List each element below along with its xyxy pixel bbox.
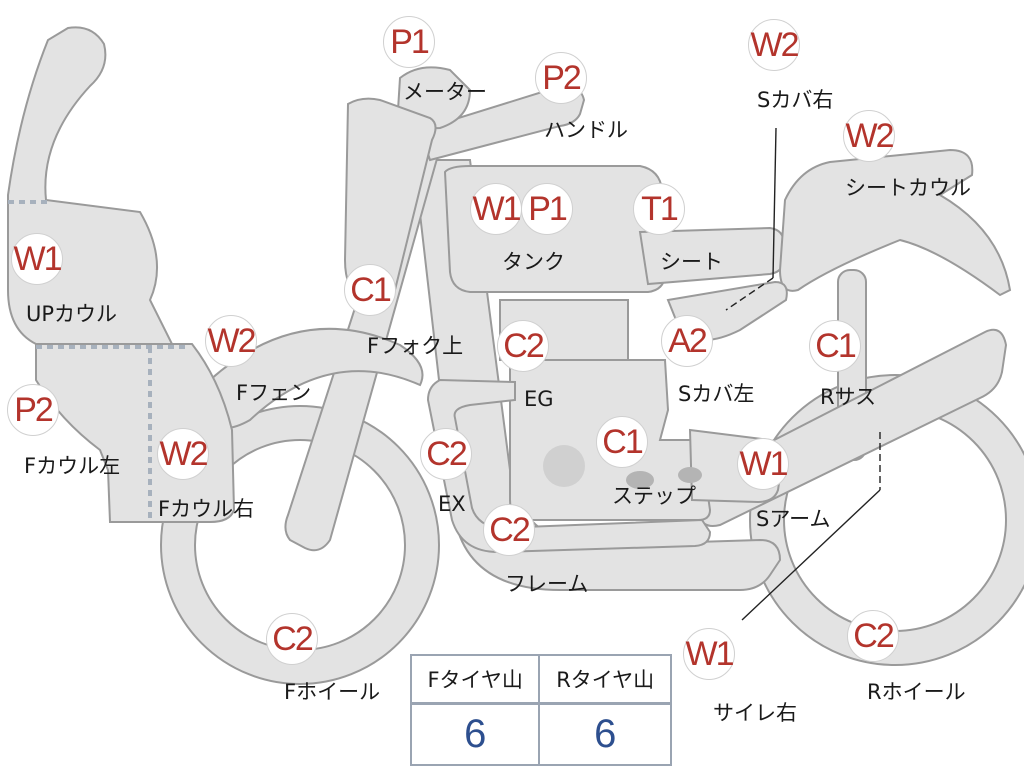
front-fork-upper-label: Fフォク上 (367, 334, 464, 358)
front-cowl-right-code: W2 (157, 428, 209, 480)
step-right-shape (678, 467, 702, 483)
rear-wheel-code: C2 (847, 610, 899, 662)
front-fork-upper-code: C1 (344, 264, 396, 316)
upper-cowl-code: W1 (11, 233, 63, 285)
swing-arm-code: W1 (737, 438, 789, 490)
front-wheel-label: Fホイール (284, 680, 381, 704)
tank-code: P1 (521, 183, 573, 235)
frame-label: フレーム (505, 572, 589, 596)
front-tire-header: Fタイヤ山 (411, 655, 541, 705)
handle-code: P2 (535, 52, 587, 104)
rear-suspension-label: Rサス (820, 385, 877, 409)
seat-cowl-label: シートカウル (845, 176, 971, 200)
side-cover-left-label: Sカバ左 (678, 382, 755, 406)
leader-silencer (741, 489, 881, 621)
step-code: C1 (596, 416, 648, 468)
upper-cowl-label: UPカウル (26, 302, 118, 326)
silencer-right-code: W1 (683, 628, 735, 680)
step-left-shape (626, 471, 654, 489)
side-cover-left-code: A2 (661, 315, 713, 367)
rear-suspension-code: C1 (809, 320, 861, 372)
front-cowl-left-code: P2 (7, 384, 59, 436)
seat-code: T1 (633, 183, 685, 235)
front-fender-code: W2 (205, 315, 257, 367)
meter-label: メーター (403, 80, 487, 104)
meter-code: P1 (383, 16, 435, 68)
front-wheel-shape (160, 405, 440, 685)
engine-cover-shape (543, 445, 585, 487)
front-tire-value: 6 (411, 703, 541, 765)
exhaust-label: EX (438, 492, 466, 516)
front-wheel-code: C2 (266, 613, 318, 665)
seat-label: シート (660, 250, 723, 274)
tire-table-header-row: Fタイヤ山 Rタイヤ山 (411, 655, 671, 705)
tire-tread-table: Fタイヤ山 Rタイヤ山 6 6 (410, 654, 672, 766)
seat-cowl-code: W2 (843, 110, 895, 162)
exhaust-shape (426, 378, 712, 554)
tank-w1-code: W1 (470, 183, 522, 235)
side-cover-right-label: Sカバ右 (757, 88, 834, 112)
leader-side-cover-right-dash (725, 277, 774, 311)
handle-label: ハンドル (544, 118, 628, 142)
swing-arm-label: Sアーム (756, 507, 831, 531)
side-cover-right-code: W2 (748, 19, 800, 71)
rear-tire-header: Rタイヤ山 (539, 655, 671, 705)
seat-cowl-shape (778, 148, 1012, 297)
tank-label: タンク (502, 250, 565, 274)
upper-cowl-shape (7, 26, 174, 345)
front-fender-label: Fフェン (236, 381, 312, 405)
front-cowl-left-label: Fカウル左 (24, 454, 121, 478)
tire-table-value-row: 6 6 (411, 703, 671, 765)
frame-code: C2 (483, 504, 535, 556)
engine-label: EG (524, 387, 554, 411)
leader-side-cover-right (772, 127, 777, 279)
step-label: ステップ (612, 484, 696, 508)
engine-code: C2 (497, 320, 549, 372)
silencer-right-label: サイレ右 (713, 701, 797, 725)
rear-wheel-label: Rホイール (867, 680, 966, 704)
front-cowl-right-label: Fカウル右 (158, 497, 255, 521)
front-fender-shape (203, 327, 424, 429)
exhaust-code: C2 (420, 428, 472, 480)
rear-tire-value: 6 (594, 712, 617, 756)
